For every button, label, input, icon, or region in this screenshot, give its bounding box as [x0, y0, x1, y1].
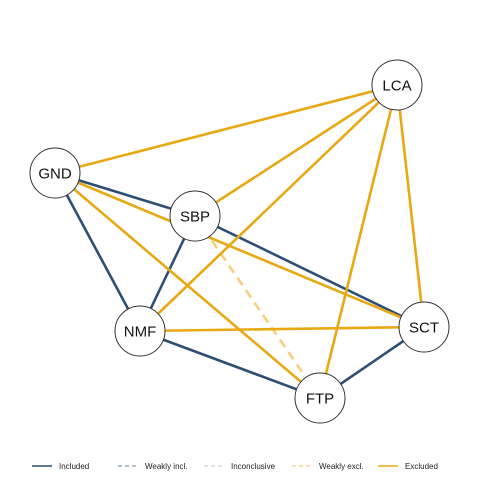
node-sbp: SBP	[169, 190, 221, 242]
legend-item-weakly-included: Weakly incl.	[118, 462, 188, 471]
edge-lca-sct	[395, 84, 426, 328]
node-circle	[114, 305, 166, 357]
node-label: LCA	[382, 78, 411, 95]
edge-lca-sbp	[194, 83, 398, 218]
node-circle	[294, 372, 346, 424]
node-label: NMF	[124, 324, 157, 341]
edge-sbp-sct	[194, 214, 425, 329]
node-circle	[169, 190, 221, 242]
legend: Included Weakly incl. Inconclusive Weakly e…	[32, 462, 438, 471]
legend-item-excluded: Excluded	[378, 462, 438, 471]
legend-label: Weakly excl.	[319, 462, 364, 471]
node-gnd: GND	[29, 147, 81, 199]
legend-item-inconclusive: Inconclusive	[204, 462, 276, 471]
node-ftp: FTP	[294, 372, 346, 424]
nodes-layer: LCA GND SBP NMF SCT FTP	[29, 59, 450, 424]
node-lca: LCA	[371, 59, 423, 111]
node-label: SBP	[180, 209, 210, 226]
legend-label: Included	[59, 462, 89, 471]
edge-nmf-ftp	[139, 329, 321, 400]
legend-item-included: Included	[32, 462, 89, 471]
edge-lca-ftp	[318, 84, 399, 399]
legend-label: Excluded	[405, 462, 438, 471]
node-circle	[398, 301, 450, 353]
node-nmf: NMF	[114, 305, 166, 357]
node-sct: SCT	[398, 301, 450, 353]
node-circle	[29, 147, 81, 199]
legend-item-weakly-excluded: Weakly excl.	[292, 462, 364, 471]
legend-label: Weakly incl.	[145, 462, 188, 471]
edge-gnd-nmf	[53, 172, 142, 332]
edge-gnd-sct	[54, 171, 425, 329]
node-label: FTP	[306, 391, 334, 408]
node-label: GND	[38, 166, 72, 183]
edges-layer	[53, 83, 426, 400]
edge-gnd-lca	[54, 83, 398, 175]
node-circle	[371, 59, 423, 111]
edge-lca-nmf	[139, 84, 398, 332]
edge-gnd-ftp	[54, 172, 321, 399]
edge-sbp-ftp	[193, 215, 322, 399]
node-label: SCT	[409, 320, 439, 337]
edge-nmf-sct	[139, 325, 425, 333]
legend-label: Inconclusive	[231, 462, 276, 471]
